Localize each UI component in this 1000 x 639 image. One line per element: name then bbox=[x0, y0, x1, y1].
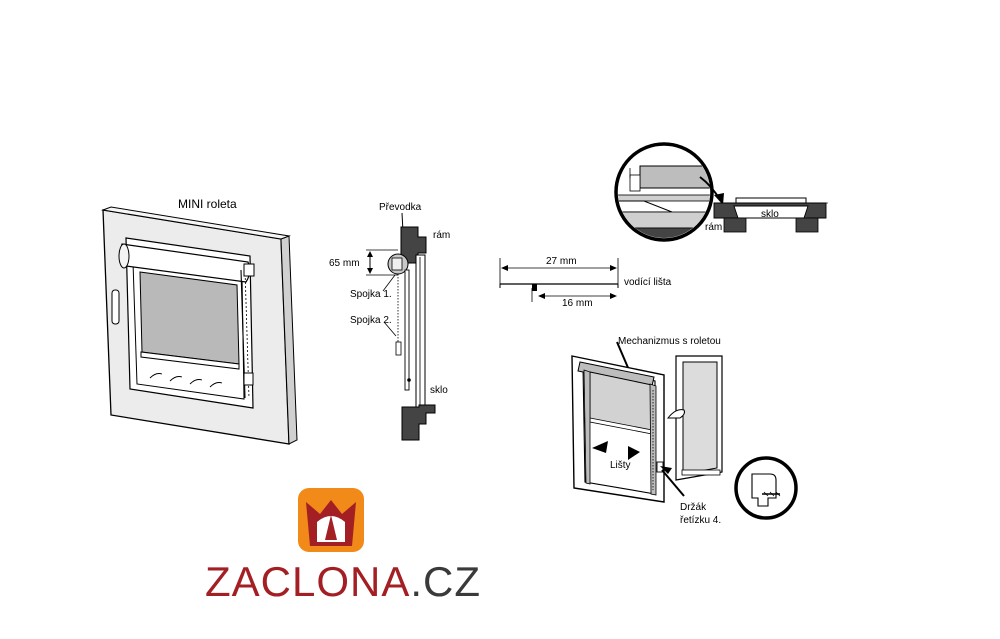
rail-27mm-label: 27 mm bbox=[546, 256, 577, 267]
rail-16mm-label: 16 mm bbox=[562, 298, 593, 309]
holder-label-line1: Držák bbox=[680, 502, 707, 513]
spojka1-label: Spojka 1. bbox=[350, 289, 392, 300]
dimension-65-label: 65 mm bbox=[329, 258, 360, 269]
spojka2-label: Spojka 2. bbox=[350, 315, 392, 326]
prevodka-label: Převodka bbox=[379, 202, 422, 213]
detail-figure: sklo rám bbox=[614, 142, 828, 242]
sklo-label-side: sklo bbox=[430, 385, 448, 396]
detail-ram-label: rám bbox=[705, 222, 722, 233]
listy-label: Lišty bbox=[610, 460, 631, 471]
brand-name: ZACLONA bbox=[205, 558, 411, 605]
rail-dimension-figure: 27 mm 16 mm vodící lišta bbox=[499, 256, 672, 309]
detail-sklo-label: sklo bbox=[761, 209, 779, 220]
holder-label-line2: řetízku 4. bbox=[680, 515, 721, 526]
rail-label: vodící lišta bbox=[624, 277, 672, 288]
installation-figure: Mechanizmus s roletou Lišty Držák řetízk… bbox=[571, 336, 798, 526]
side-section-figure: Převodka rám 65 mm Spojka 1. Spojka 2. s… bbox=[329, 202, 450, 441]
mini-roleta-title: MINI roleta bbox=[178, 197, 237, 211]
ram-label-side: rám bbox=[433, 230, 450, 241]
mini-roleta-figure: MINI roleta bbox=[101, 197, 298, 445]
brand-wordmark: ZACLONA.CZ bbox=[205, 561, 481, 603]
brand-logo-icon bbox=[298, 488, 364, 552]
mechanism-label: Mechanizmus s roletou bbox=[618, 336, 721, 347]
brand-suffix: .CZ bbox=[410, 558, 482, 605]
